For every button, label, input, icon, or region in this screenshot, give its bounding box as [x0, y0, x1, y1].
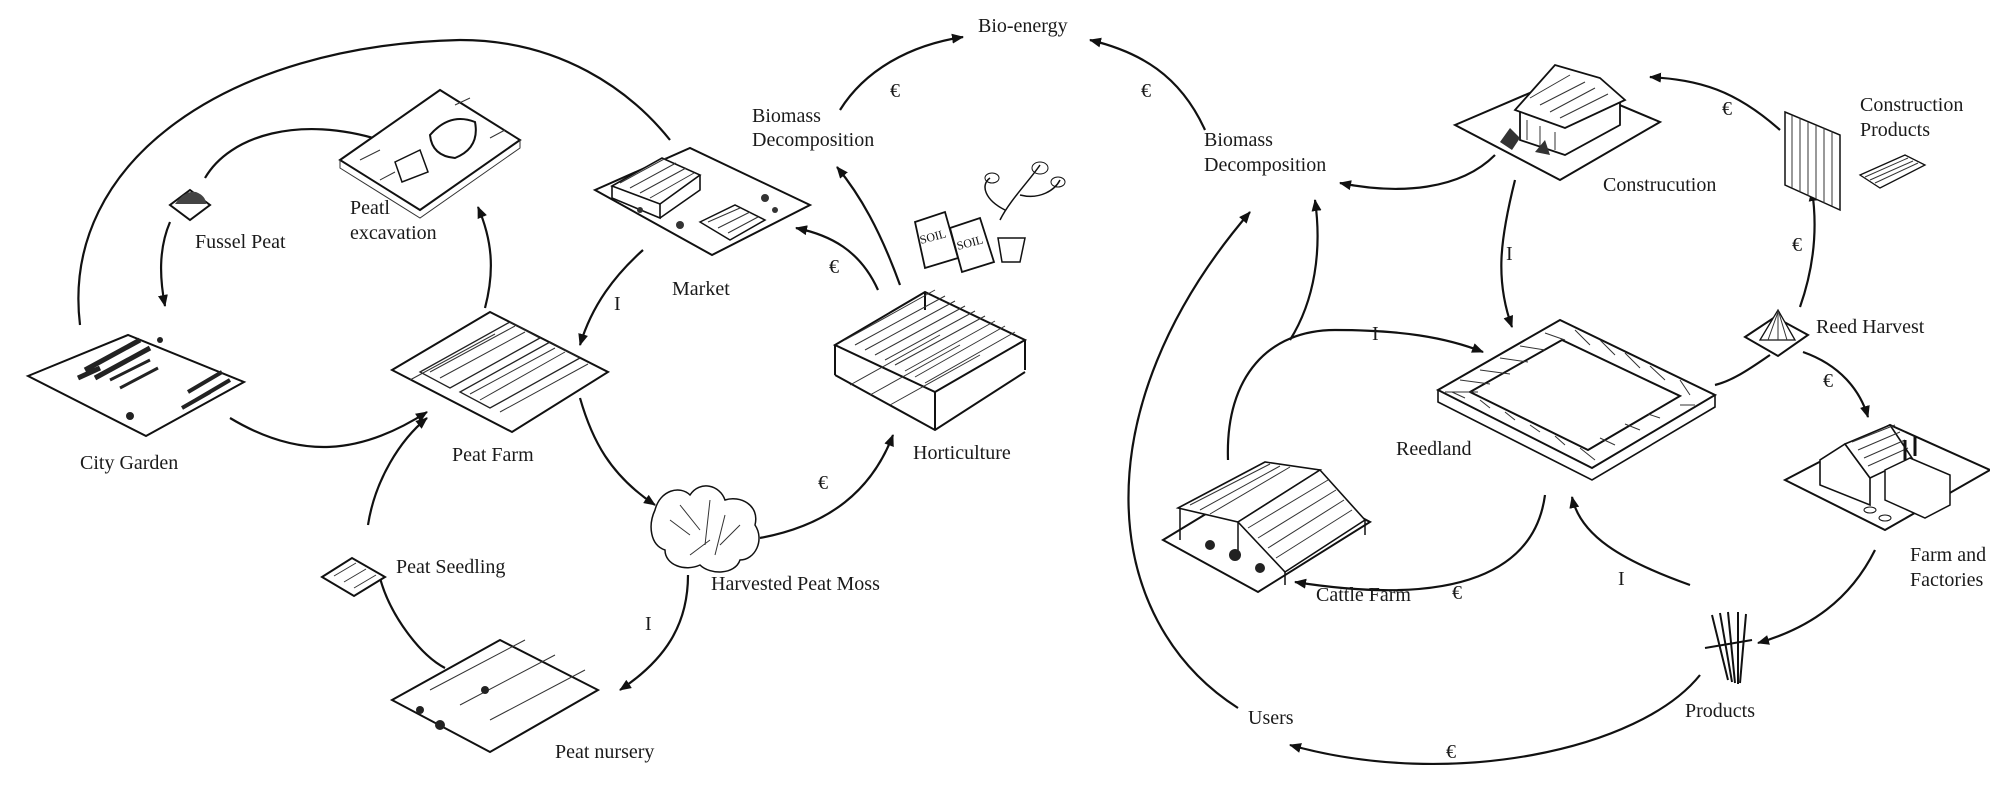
reed-bundle-products-icon [1704, 611, 1753, 684]
arrow-seedling-to-nursery [378, 577, 446, 669]
fussel-peat-mound-icon [168, 188, 212, 222]
investment-flow-label: I [645, 613, 652, 635]
investment-flow-label: I [1506, 243, 1513, 265]
fussel-peat-label: Fussel Peat [195, 231, 286, 253]
users-label: Users [1248, 707, 1294, 729]
biomass-left-label-line1: Biomass [752, 105, 821, 127]
reedland-label: Reedland [1396, 438, 1472, 460]
peat-farm-label: Peat Farm [452, 444, 534, 466]
market-building-icon [592, 146, 813, 257]
biomass-right-label-line2: Decomposition [1204, 154, 1327, 176]
arrow-reedland-to-cattle-farm [1294, 494, 1547, 592]
biomass-right-label-line1: Biomass [1204, 129, 1273, 151]
investment-flow-label: I [614, 293, 621, 315]
euro-flow-label: € [1141, 80, 1151, 102]
peat-excavation-label-line1: Peatl [350, 197, 390, 219]
arrow-peat-farm-to-moss [578, 397, 656, 506]
construction-house-icon [1452, 63, 1663, 182]
harvested-peat-moss-label: Harvested Peat Moss [711, 573, 880, 595]
svg-text:SOIL: SOIL [955, 232, 984, 252]
arrow-moss-to-nursery [619, 574, 690, 691]
euro-flow-label: € [818, 472, 828, 494]
arrow-products-to-reedland [1569, 496, 1691, 587]
right-cycle-arrows [1089, 37, 1876, 765]
construction-products-label-line1: Construction [1860, 94, 1964, 116]
products-label: Products [1685, 700, 1755, 722]
svg-text:SOIL: SOIL [918, 226, 947, 246]
arrow-construction-to-reedland [1500, 179, 1517, 328]
peat-seedling-tray-icon [320, 556, 387, 598]
arrow-reedland-to-reed-harvest [1714, 354, 1771, 387]
investment-flow-label: I [1618, 568, 1625, 590]
arrow-excavation-to-fussel [204, 128, 381, 179]
soil-bags-plant-icon: SOIL SOIL [913, 161, 1066, 274]
arrow-fussel-to-city-garden [158, 221, 172, 307]
arrow-horticulture-to-biomass [836, 166, 902, 286]
arrow-biomass-right-to-bioenergy [1089, 37, 1207, 131]
farm-factories-label-line2: Factories [1910, 569, 1984, 591]
arrow-farm-to-products [1757, 549, 1876, 645]
city-garden-label: City Garden [80, 452, 179, 474]
construction-products-label-line2: Products [1860, 119, 1930, 141]
construction-products-icon [1784, 110, 1927, 212]
cattle-farm-barn-icon [1160, 461, 1373, 594]
arrow-reed-harvest-to-construction-products [1798, 189, 1819, 308]
peat-nursery-label: Peat nursery [555, 741, 655, 763]
arrow-cattle-to-reedland [1226, 328, 1484, 461]
reed-harvest-icon [1743, 308, 1810, 358]
arrow-reed-harvest-to-farm [1802, 350, 1870, 418]
construction-label: Construcution [1603, 174, 1717, 196]
arrow-products-to-users [1289, 674, 1701, 765]
arrow-horticulture-to-market [795, 225, 880, 291]
investment-flow-label: I [1372, 323, 1379, 345]
peat-moss-plant-icon [650, 485, 760, 573]
peat-farm-field-icon [389, 310, 611, 434]
arrow-moss-to-horticulture [759, 434, 895, 540]
euro-flow-label: € [1452, 582, 1462, 604]
reedland-enclosure-icon [1435, 318, 1718, 481]
farm-factory-icon [1782, 423, 1990, 532]
euro-flow-label: € [1823, 370, 1833, 392]
arrow-cattle-to-biomass [1289, 199, 1322, 341]
arrow-city-garden-to-peat-farm [229, 411, 428, 449]
peat-nursery-field-icon [389, 638, 601, 754]
arrow-peat-farm-to-excavation [476, 206, 492, 309]
left-cycle-arrows [77, 33, 964, 691]
peat-excavation-label-line2: excavation [350, 222, 437, 244]
euro-flow-label: € [1722, 98, 1732, 120]
reed-harvest-label: Reed Harvest [1816, 316, 1925, 338]
biomass-left-label-line2: Decomposition [752, 129, 875, 151]
peat-seedling-label: Peat Seedling [396, 556, 506, 578]
euro-flow-label: € [829, 256, 839, 278]
horticulture-greenhouse-icon [832, 289, 1028, 432]
euro-flow-label: € [1446, 741, 1456, 763]
cattle-farm-label: Cattle Farm [1316, 584, 1411, 606]
arrow-city-garden-to-market [77, 38, 671, 326]
city-garden-icon [25, 333, 247, 438]
arrow-users-to-biomass [1127, 211, 1251, 709]
farm-factories-label-line1: Farm and [1910, 544, 1987, 566]
market-label: Market [672, 278, 730, 300]
arrow-seedling-to-peat-farm [366, 417, 428, 526]
arrow-biomass-left-to-bioenergy [839, 33, 964, 111]
euro-flow-label: € [1792, 234, 1802, 256]
arrow-market-to-peat-farm [578, 249, 644, 346]
arrow-construction-to-biomass [1339, 154, 1496, 191]
bio-energy-label: Bio-energy [978, 15, 1068, 37]
horticulture-label: Horticulture [913, 442, 1011, 464]
arrow-construction-products-to-construction [1649, 72, 1781, 131]
excavation-pit-icon [338, 88, 522, 219]
euro-flow-label: € [890, 80, 900, 102]
